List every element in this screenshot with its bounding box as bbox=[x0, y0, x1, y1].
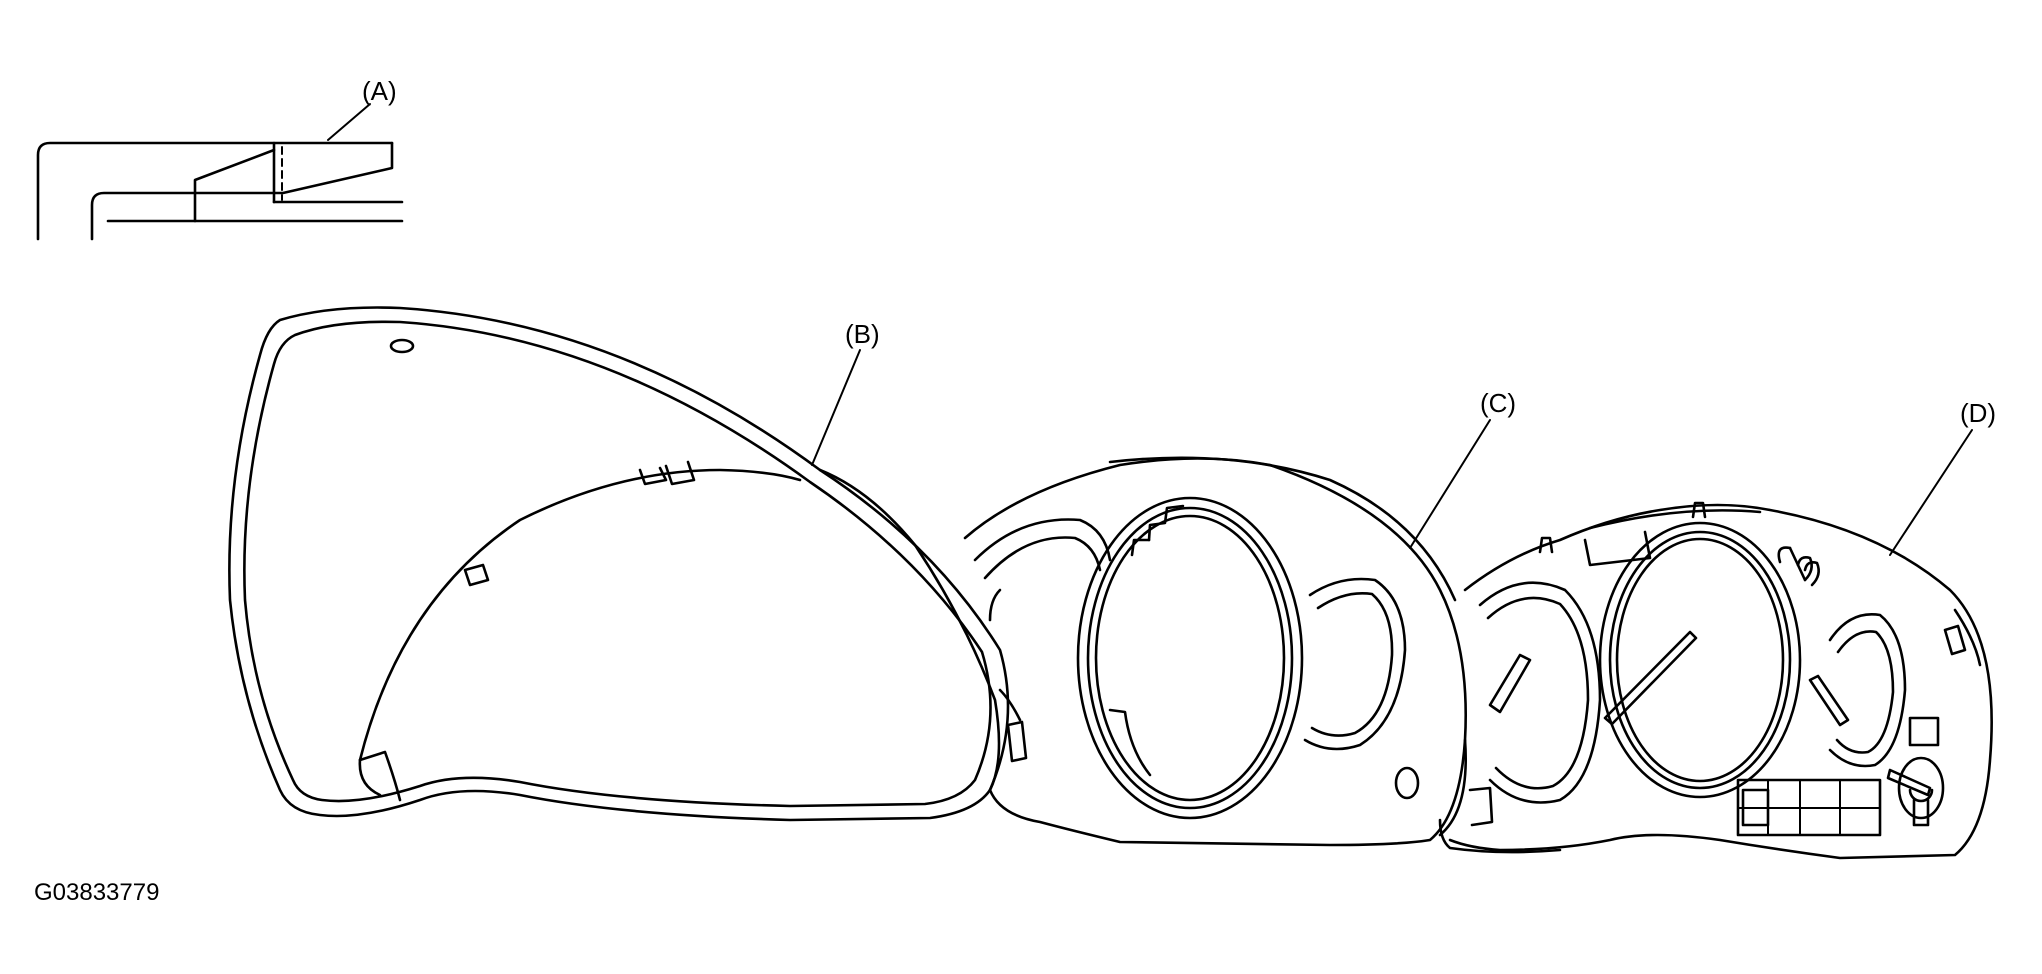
part-c-dial-face bbox=[963, 456, 1494, 847]
leader-c bbox=[1409, 419, 1491, 549]
label-a: (A) bbox=[362, 76, 397, 106]
part-b-lens bbox=[228, 306, 1028, 822]
part-d-meter-assembly bbox=[1438, 501, 1993, 860]
leader-b bbox=[811, 349, 861, 466]
label-b: (B) bbox=[845, 319, 880, 349]
leader-d bbox=[1889, 429, 1973, 556]
detail-a-cross-section bbox=[36, 141, 404, 241]
label-d: (D) bbox=[1960, 398, 1996, 428]
label-c: (C) bbox=[1480, 388, 1516, 418]
leader-a bbox=[327, 103, 371, 141]
figure-id: G03833779 bbox=[34, 879, 159, 906]
